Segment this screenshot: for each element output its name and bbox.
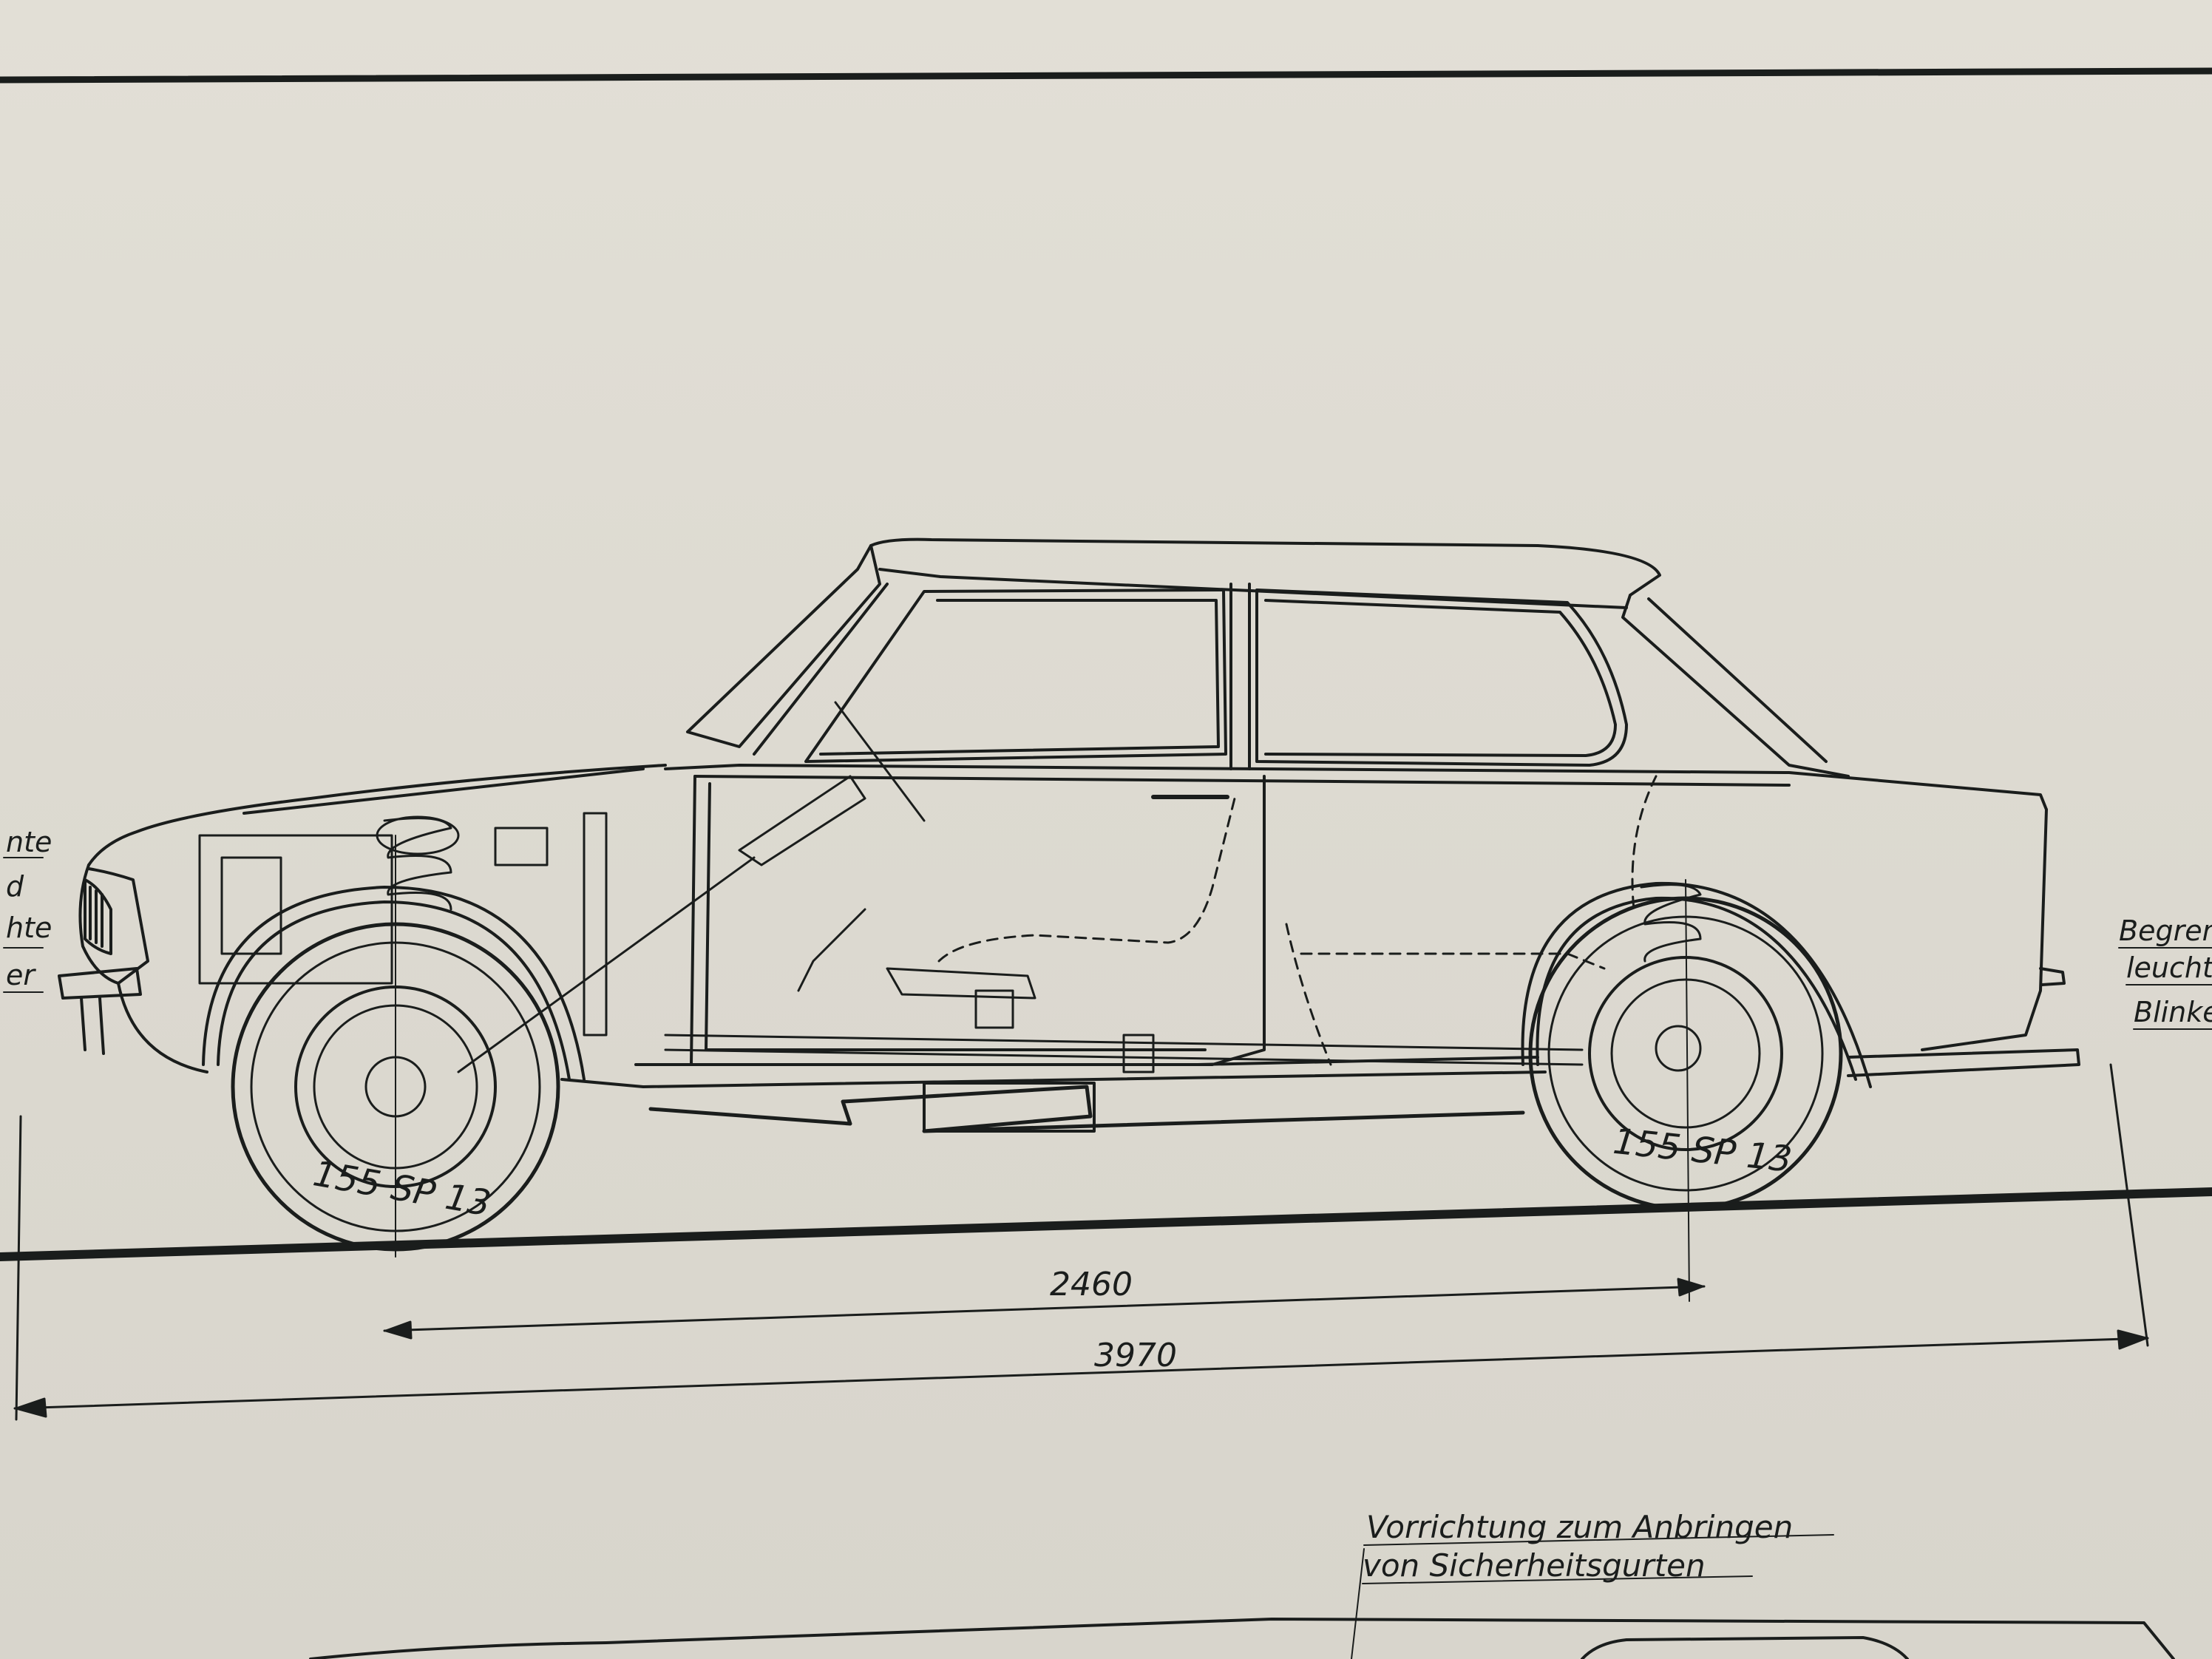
lower-car-drawing-partial	[309, 1618, 2175, 1659]
rear-tire-label: 155 SP 13	[1611, 1121, 1794, 1181]
ground-line	[0, 1187, 2212, 1261]
right-label-2: leucht	[2126, 951, 2212, 984]
internal-mechanics	[198, 701, 1702, 1073]
front-tire-label: 155 SP 13	[310, 1153, 494, 1224]
wheelbase-dimension	[383, 1278, 1706, 1340]
rear-wheel	[1528, 879, 1843, 1302]
note-line-1: Vorrichtung zum Anbringen	[1366, 1509, 1793, 1545]
overall-length-dimension	[13, 1063, 2149, 1421]
left-label-3: hte	[6, 912, 52, 944]
left-label-1: nte	[6, 826, 52, 858]
left-label-2: d	[6, 870, 24, 903]
wheelbase-value: 2460	[1050, 1266, 1133, 1303]
front-wheel	[231, 835, 560, 1258]
top-border-line	[0, 67, 2212, 84]
right-label-3: Blinke	[2134, 996, 2212, 1028]
left-annotation: nte d hte er	[3, 826, 52, 993]
seatbelt-mount-note: Vorrichtung zum Anbringen von Sicherheit…	[1351, 1509, 1834, 1659]
right-annotation: Begren leucht Blinke	[2118, 915, 2212, 1030]
car-body-outline	[58, 537, 2080, 1133]
right-label-1: Begren	[2119, 915, 2212, 947]
left-label-4: er	[6, 959, 36, 991]
overall-length-value: 3970	[1094, 1337, 1177, 1374]
